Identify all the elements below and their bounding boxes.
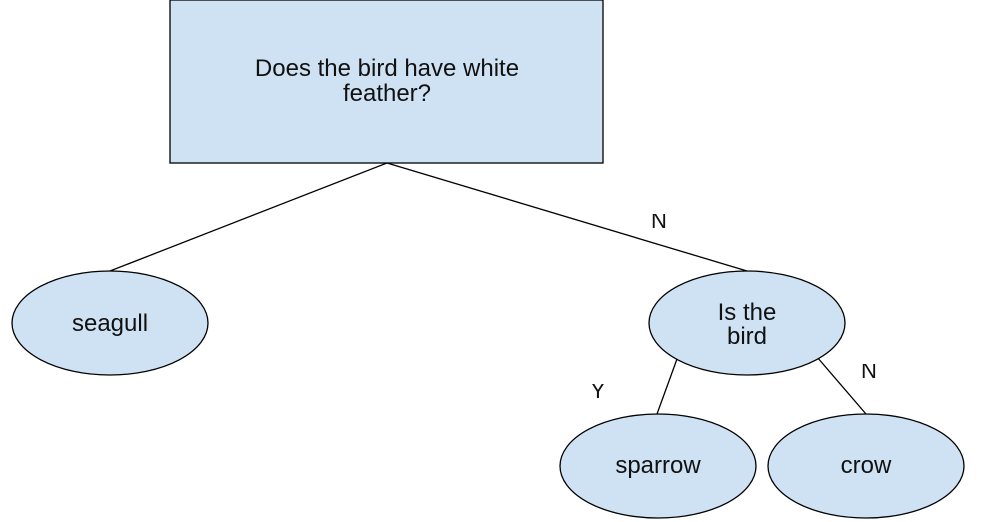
edge-root-to-question2 <box>386 162 748 272</box>
edge-label-question2-yes: Y <box>591 378 606 403</box>
root-question-line2: feather? <box>343 80 431 107</box>
root-question-node: Does the bird have white feather? <box>169 0 604 164</box>
leaf-seagull-node: seagull <box>11 270 209 376</box>
leaf-sparrow-node: sparrow <box>559 413 757 519</box>
leaf-crow-node: crow <box>767 413 965 519</box>
leaf-seagull-label: seagull <box>72 310 148 337</box>
leaf-crow-label: crow <box>841 452 892 479</box>
leaf-sparrow-label: sparrow <box>615 452 701 479</box>
edge-root-to-seagull <box>109 162 388 272</box>
question2-node: Is the bird <box>648 270 846 376</box>
question2-line2: bird <box>727 323 767 350</box>
question2-line1: Is the <box>718 299 777 326</box>
edge-label-question2-no: N <box>861 358 877 383</box>
edge-question2-to-crow <box>816 356 867 415</box>
edge-label-root-no: N <box>651 208 667 233</box>
root-question-line1: Does the bird have white <box>255 55 519 82</box>
edge-question2-to-sparrow <box>656 358 678 415</box>
